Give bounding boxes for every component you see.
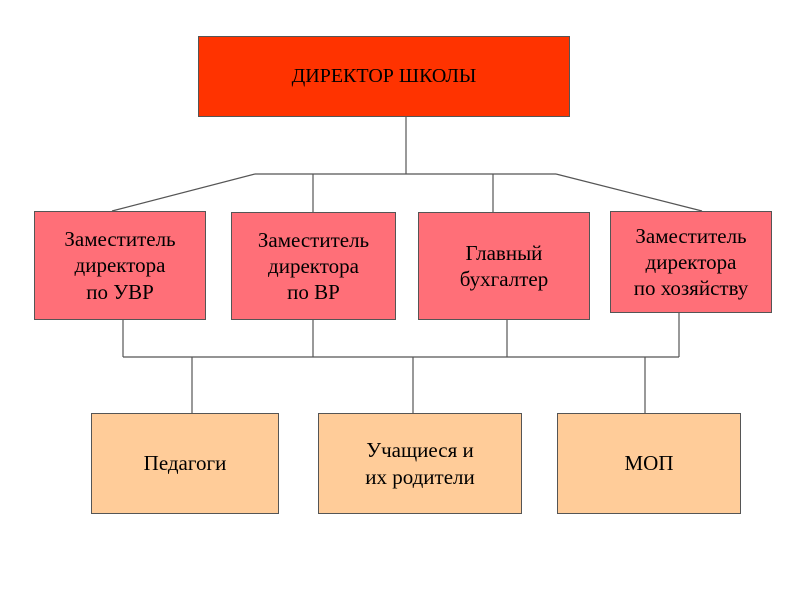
students-parents-label: Учащиеся и их родители: [365, 438, 475, 489]
support-staff-box: МОП: [557, 413, 741, 514]
students-parents-box: Учащиеся и их родители: [318, 413, 522, 514]
chief-accountant-label: Главный бухгалтер: [459, 240, 549, 291]
connector-slant-right: [555, 173, 703, 212]
deputy-vr-label: Заместитель директора по ВР: [257, 227, 370, 305]
chief-accountant-box: Главный бухгалтер: [418, 212, 590, 320]
support-staff-label: МОП: [624, 451, 674, 476]
director-label: ДИРЕКТОР ШКОЛЫ: [291, 65, 477, 87]
deputy-economy-box: Заместитель директора по хозяйству: [610, 211, 772, 313]
deputy-economy-label: Заместитель директора по хозяйству: [633, 223, 749, 301]
connector-slant-left: [111, 173, 256, 212]
teachers-label: Педагоги: [143, 451, 227, 476]
teachers-box: Педагоги: [91, 413, 279, 514]
deputy-uvr-box: Заместитель директора по УВР: [34, 211, 206, 320]
deputy-vr-box: Заместитель директора по ВР: [231, 212, 396, 320]
director-box: ДИРЕКТОР ШКОЛЫ: [198, 36, 570, 117]
deputy-uvr-label: Заместитель директора по УВР: [64, 227, 176, 304]
